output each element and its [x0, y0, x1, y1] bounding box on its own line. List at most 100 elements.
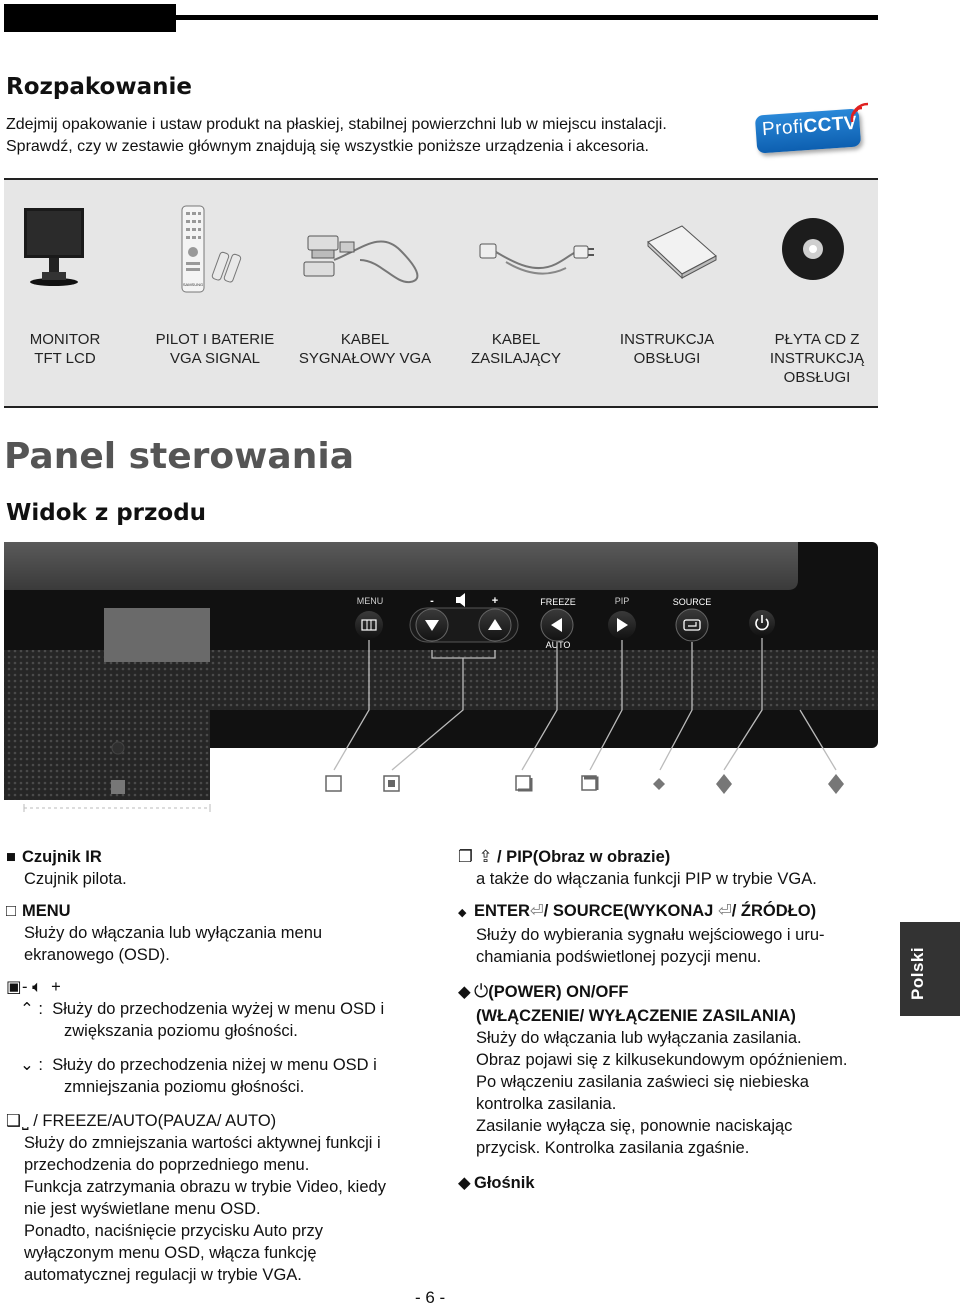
accessories-panel: SAMSUNG MONITOR TFT LCD PILOT I BATERIE: [4, 178, 878, 408]
front-panel-illustration: MENU - + FREEZE PIP SOURCE AUTO: [4, 542, 878, 812]
desc-power-title-2: (WŁĄCZENIE/ WYŁĄCZENIE ZASILANIA): [476, 1007, 796, 1025]
accessory-label-line: PŁYTA CD Z: [774, 331, 860, 348]
desc-power-text-6: przycisk. Kontrolka zasilania zgaśnie.: [476, 1139, 750, 1157]
desc-down-colon: :: [38, 1056, 44, 1074]
accessory-label-line: KABEL: [491, 331, 541, 348]
panel-label-plus: +: [492, 595, 498, 607]
intro-line-1: Zdejmij opakowanie i ustaw produkt na pł…: [6, 116, 667, 133]
menu-button[interactable]: [355, 611, 383, 639]
desc-ir-text: Czujnik pilota.: [24, 870, 127, 888]
remote-control-image: SAMSUNG: [181, 205, 242, 293]
desc-up-text-1: Służy do przechodzenia wyżej w menu OSD …: [52, 1000, 385, 1018]
pip-button[interactable]: [608, 611, 636, 639]
header-block: [4, 4, 176, 32]
panel-label-source: SOURCE: [673, 597, 712, 607]
panel-label-pip: PIP: [615, 596, 630, 606]
accessory-label-line: ZASILAJĄCY: [470, 350, 562, 367]
small-diamond-icon: ◆: [458, 907, 467, 919]
section-title-unpacking: Rozpakowanie: [6, 74, 192, 100]
desc-menu-title: MENU: [22, 902, 71, 920]
marker-pip: [581, 775, 599, 791]
section-title-control-panel: Panel sterowania: [4, 436, 354, 477]
panel-label-auto: AUTO: [546, 640, 571, 650]
desc-enter-title-c: / ŹRÓDŁO): [731, 902, 817, 920]
marker-speaker: [828, 774, 844, 794]
page-number: - 6 -: [415, 1288, 446, 1307]
accessory-label-line: TFT LCD: [34, 350, 96, 367]
desc-freeze-text-1: Służy do zmniejszania wartości aktywnej …: [24, 1134, 381, 1152]
marker-enter: [653, 778, 665, 790]
panel-label-menu: MENU: [357, 596, 384, 606]
power-button[interactable]: [749, 610, 775, 636]
desc-menu-text-2: ekranowego (OSD).: [24, 946, 170, 964]
desc-enter: ◆ENTER⏎/ SOURCE(WYKONAJ ⏎/ ŹRÓDŁO) Służy…: [458, 900, 825, 968]
header-rule: [176, 15, 878, 20]
desc-power-text-5: Zasilanie wyłącza się, ponownie naciskaj…: [476, 1117, 793, 1135]
desc-volume: ▣- 🔈︎ + ⌃ : Służy do przechodzenia wyżej…: [6, 976, 384, 1098]
desc-ir-title: Czujnik IR: [22, 848, 102, 866]
desc-pip: ❐ ⇪ / PIP(Obraz w obrazie) a także do wł…: [458, 846, 817, 890]
desc-down-text-2: zmniejszania poziomu głośności.: [64, 1078, 305, 1096]
marker-ir: [111, 780, 125, 794]
accessory-label-line: KABEL: [340, 331, 390, 348]
desc-menu-text-1: Służy do włączania lub wyłączania menu: [24, 924, 323, 942]
marker-freeze: [515, 775, 533, 792]
accessory-label-line: INSTRUKCJĄ: [769, 350, 865, 367]
caret-down-icon: ⌄: [20, 1056, 34, 1074]
accessory-power-cable: KABEL ZASILAJĄCY: [441, 330, 591, 368]
desc-pip-text: a także do włączania funkcji PIP w trybi…: [476, 870, 817, 888]
boxed-square-icon: ▣: [6, 978, 22, 996]
desc-speaker: ◆Głośnik: [458, 1172, 535, 1194]
desc-freeze-text-5: Ponadto, naciśnięcie przycisku Auto przy: [24, 1222, 323, 1240]
accessory-label-line: SYGNAŁOWY VGA: [298, 350, 432, 367]
cd-disc-image: [782, 218, 844, 280]
caret-up-icon: ⌃: [20, 1000, 34, 1018]
accessory-cd: PŁYTA CD Z INSTRUKCJĄ OBSŁUGI: [742, 330, 892, 387]
freeze-auto-button[interactable]: [540, 608, 574, 642]
up-button[interactable]: [478, 608, 512, 642]
desc-volume-minus: -: [22, 978, 28, 996]
diamond-icon: ◆: [458, 1174, 471, 1192]
enter-icon: ⏎: [529, 902, 544, 920]
accessory-vga-cable: KABEL SYGNAŁOWY VGA: [290, 330, 440, 368]
marker-power: [716, 774, 732, 794]
desc-freeze-text-2: przechodzenia do poprzedniego menu.: [24, 1156, 310, 1174]
pip-icon: ⇪: [478, 848, 493, 866]
desc-power-text-3: Po włączeniu zasilania zaświeci się nieb…: [476, 1073, 809, 1091]
enter-icon: ⏎: [717, 902, 732, 920]
desc-freeze-text-3: Funkcja zatrzymania obrazu w trybie Vide…: [24, 1178, 386, 1196]
signal-icon: [850, 102, 869, 123]
down-button[interactable]: [415, 608, 449, 642]
desc-enter-text-2: chamiania podświetlonej pozycji menu.: [476, 948, 762, 966]
power-cable-image: [479, 243, 594, 275]
brand-logo: ProfiCCTV: [752, 98, 874, 154]
left-arrow-icon: ⎵: [22, 1112, 29, 1130]
desc-pip-title: / PIP(Obraz w obrazie): [497, 848, 671, 866]
volume-icon: 🔈︎: [32, 978, 42, 996]
desc-freeze-text-4: nie jest wyświetlane menu OSD.: [24, 1200, 261, 1218]
accessory-label-line: OBSŁUGI: [783, 369, 851, 386]
desc-freeze-text-6: wyłączonym menu OSD, włącza funkcję: [24, 1244, 317, 1262]
empty-square-icon: □: [6, 902, 16, 920]
desc-freeze-text-7: automatycznej regulacji w trybie VGA.: [24, 1266, 302, 1284]
desc-enter-title-b: / SOURCE(WYKONAJ: [543, 902, 714, 920]
desc-volume-plus: +: [51, 978, 61, 996]
monitor-image: [24, 208, 84, 286]
desc-ir-sensor: ■Czujnik IR Czujnik pilota.: [6, 846, 127, 890]
enter-source-button[interactable]: [675, 608, 709, 642]
callout-lines: [333, 638, 837, 771]
desc-power-text-1: Służy do włączania lub wyłączania zasila…: [476, 1029, 802, 1047]
desc-power-text-2: Obraz pojawi się z kilkusekundowym opóźn…: [476, 1051, 848, 1069]
shadow-square-icon: ❐: [458, 848, 473, 866]
manual-booklet-image: [647, 225, 717, 280]
intro-text: Zdejmij opakowanie i ustaw produkt na pł…: [6, 114, 667, 158]
accessory-label-line: OBSŁUGI: [633, 350, 701, 367]
accessory-manual: INSTRUKCJA OBSŁUGI: [592, 330, 742, 368]
accessory-monitor: MONITOR TFT LCD: [0, 330, 140, 368]
accessory-label-line: MONITOR: [29, 331, 101, 348]
accessory-label-line: VGA SIGNAL: [169, 350, 261, 367]
accessory-label-line: INSTRUKCJA: [619, 331, 715, 348]
accessory-remote: PILOT I BATERIE VGA SIGNAL: [140, 330, 290, 368]
remote-brand-label: SAMSUNG: [183, 282, 203, 287]
panel-label-freeze: FREEZE: [540, 597, 576, 607]
